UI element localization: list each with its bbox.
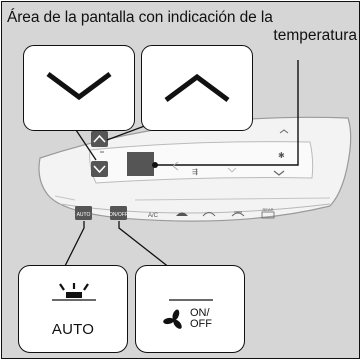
display-airflow-icon: ⇶ (192, 168, 198, 176)
temperature-leader-line (155, 60, 299, 166)
display-chevron-up-icon (279, 129, 289, 134)
rear-defrost-icon (261, 211, 275, 219)
auto-button-highlight (75, 206, 92, 220)
auto-label: AUTO (51, 321, 95, 338)
temperature-display-window (89, 141, 314, 184)
auto-indicator-icon (52, 283, 96, 301)
auto-button-callout: AUTO (18, 265, 128, 353)
chevron-up-icon-large (164, 73, 230, 103)
figure-caption: Área de la pantalla con indicación de la… (7, 9, 357, 45)
display-fan-icon: ✱ (278, 151, 285, 160)
ac-button-label: A/C (148, 213, 159, 219)
caption-line-1: Área de la pantalla con indicación de la (7, 9, 273, 26)
fan-onoff-group: ON/ OFF (160, 306, 212, 346)
caption-line-2: temperatura (273, 27, 357, 44)
rear-defrost-label: REAR (262, 207, 273, 212)
defrost-icon (231, 211, 245, 217)
temp-down-callout (23, 45, 135, 131)
chevron-down-icon-large (46, 71, 112, 101)
onoff-leader-line (118, 221, 171, 269)
chevron-down-icon (93, 165, 106, 174)
temp-down-button-highlight (91, 161, 108, 177)
temp-up-button-highlight (91, 131, 108, 147)
display-chevron-down-icon (273, 170, 285, 176)
chevron-up-icon (93, 134, 106, 143)
auto-button-small-label: AUTO (77, 212, 91, 218)
auto-leader-line (63, 221, 85, 269)
onoff-button-callout: ON/ OFF (135, 265, 245, 353)
display-mode-arrow-icon (172, 161, 179, 171)
temperature-display-highlight (127, 152, 154, 176)
fan-icon (163, 309, 182, 329)
onoff-button-highlight (110, 206, 127, 220)
recirculation-icon (176, 212, 188, 216)
display-airflow-down-icon (227, 167, 237, 173)
on-label: ON/ (190, 307, 210, 319)
temp-up-callout (141, 45, 253, 131)
off-label: OFF (190, 318, 212, 330)
button-row-divider (54, 195, 331, 201)
onoff-button-small-label: ON/OFF (109, 212, 128, 218)
fresh-air-icon (202, 212, 216, 217)
onoff-divider (169, 299, 213, 301)
